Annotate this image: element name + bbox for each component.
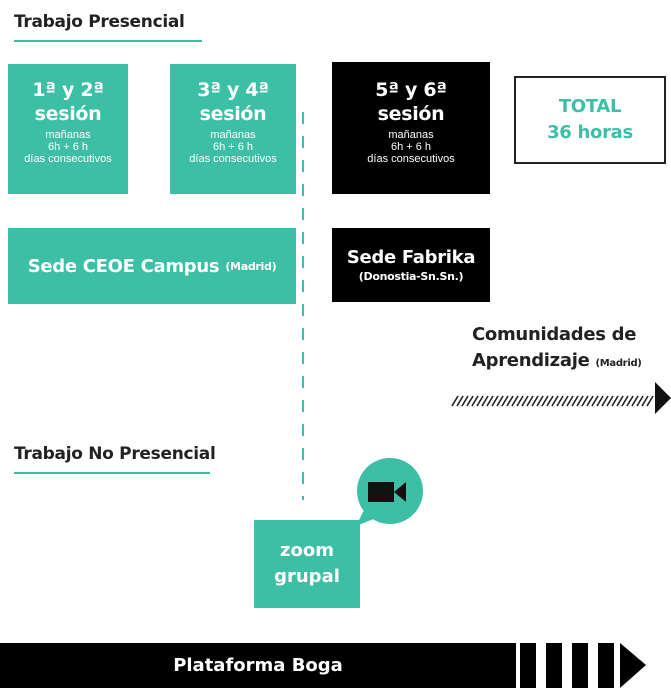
session-1-2-title: 1ª y 2ª: [32, 79, 104, 101]
venue-ceoe-name: Sede CEOE Campus: [27, 255, 220, 277]
total-label: TOTAL: [558, 96, 622, 117]
video-camera-icon: [356, 458, 423, 526]
session-3-4-detail-3: días consecutivos: [189, 153, 277, 165]
zoom-grupal-box: zoom grupal: [254, 520, 360, 608]
comunidades-line-2-text: Aprendizaje: [472, 350, 590, 371]
session-3-4-detail-2: 6h + 6 h: [212, 141, 254, 153]
venue-ceoe-location: (Madrid): [225, 259, 277, 273]
comunidades-arrow-head-icon: [655, 382, 671, 414]
presencial-title: Trabajo Presencial: [14, 12, 185, 32]
platform-arrow-segment-3: [572, 643, 588, 688]
session-3-4-title: 3ª y 4ª: [197, 79, 269, 101]
zoom-line-1: zoom: [280, 540, 334, 561]
platform-bar: Plataforma Boga: [0, 643, 516, 688]
session-5-6-detail-2: 6h + 6 h: [390, 141, 432, 153]
venue-fabrika-name: Sede Fabrika: [346, 247, 476, 268]
total-box: TOTAL 36 horas: [514, 76, 666, 164]
session-5-6-title: 5ª y 6ª: [375, 79, 447, 101]
platform-arrow-segment-4: [598, 643, 614, 688]
comunidades-hatched-arrow: [451, 382, 671, 414]
session-5-6-title-2: sesión: [377, 103, 445, 125]
no-presencial-title-underline: [14, 472, 210, 474]
comunidades-line-2: Aprendizaje (Madrid): [472, 348, 642, 377]
session-3-4-box: 3ª y 4ª sesión mañanas 6h + 6 h días con…: [170, 64, 296, 194]
total-value: 36 horas: [547, 122, 633, 143]
venue-ceoe-box: Sede CEOE Campus (Madrid): [8, 228, 296, 304]
venue-fabrika-location: (Donostia-Sn.Sn.): [358, 270, 464, 283]
comunidades-location: (Madrid): [595, 358, 642, 369]
session-3-4-details: mañanas 6h + 6 h días consecutivos: [170, 129, 296, 165]
session-1-2-detail-3: días consecutivos: [24, 153, 112, 165]
dashed-divider: [302, 112, 304, 500]
platform-arrow-segment-1: [520, 643, 536, 688]
no-presencial-title: Trabajo No Presencial: [14, 444, 216, 464]
session-5-6-details: mañanas 6h + 6 h días consecutivos: [332, 129, 490, 165]
session-3-4-title-2: sesión: [199, 103, 267, 125]
session-1-2-details: mañanas 6h + 6 h días consecutivos: [8, 129, 128, 165]
platform-arrow-head-icon: [620, 643, 646, 688]
session-1-2-detail-2: 6h + 6 h: [47, 141, 89, 153]
platform-arrow-segment-2: [546, 643, 562, 688]
comunidades-line-1: Comunidades de: [472, 324, 637, 345]
venue-fabrika-box: Sede Fabrika (Donostia-Sn.Sn.): [332, 228, 490, 302]
session-5-6-detail-1: mañanas: [388, 129, 434, 141]
presencial-title-underline: [14, 40, 202, 42]
session-5-6-box: 5ª y 6ª sesión mañanas 6h + 6 h días con…: [332, 62, 490, 194]
session-1-2-detail-1: mañanas: [45, 129, 91, 141]
session-1-2-title-2: sesión: [34, 103, 102, 125]
comunidades-label: Comunidades de Aprendizaje (Madrid): [472, 322, 642, 377]
session-5-6-detail-3: días consecutivos: [367, 153, 455, 165]
platform-arrow: [520, 643, 646, 688]
session-3-4-detail-1: mañanas: [210, 129, 256, 141]
platform-label: Plataforma Boga: [173, 655, 343, 676]
zoom-line-2: grupal: [274, 566, 340, 587]
session-1-2-box: 1ª y 2ª sesión mañanas 6h + 6 h días con…: [8, 64, 128, 194]
